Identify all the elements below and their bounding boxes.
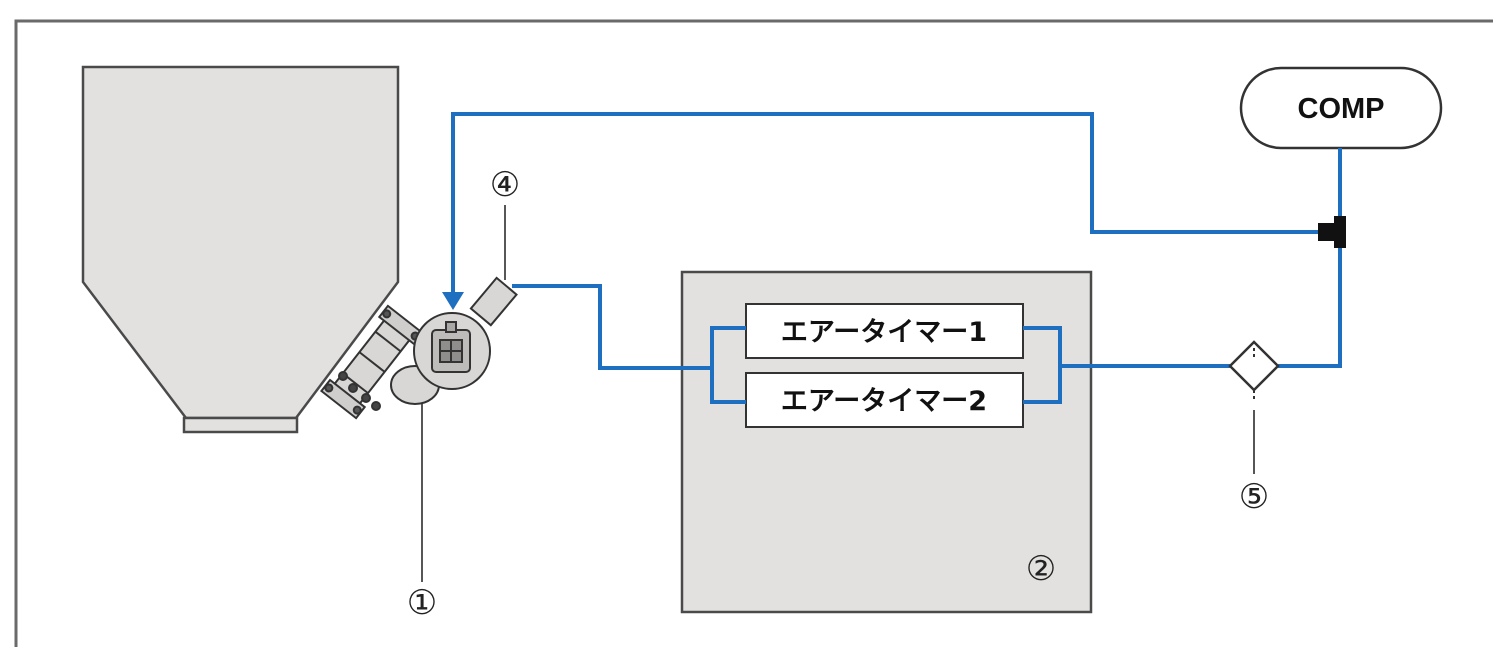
compressor-label: COMP: [1298, 93, 1385, 125]
hopper: [81, 65, 400, 434]
air-line-timer-manifold-right: [1023, 326, 1062, 404]
callout-1: ①: [407, 583, 437, 623]
air-timer-2-box: [745, 372, 1024, 428]
air-line-panel-to-inlet: [512, 284, 712, 370]
control-panel: [680, 270, 1093, 614]
callout-5: ⑤: [1239, 477, 1269, 517]
air-flow-arrow: [442, 292, 464, 310]
callout-2: ②: [1026, 549, 1056, 589]
tee-fitting: [1318, 216, 1346, 248]
air-blaster-valve: [320, 276, 518, 420]
air-line-comp-to-filter: [1278, 148, 1342, 368]
air-timer-1-label: エアータイマー1: [781, 317, 987, 348]
air-timer-2-label: エアータイマー2: [781, 386, 987, 417]
hopper-outlet-flange: [182, 416, 299, 434]
leader-lines: [421, 205, 1255, 582]
air-timer-1-box: [745, 303, 1024, 359]
air-filter: [1228, 340, 1280, 400]
callout-4: ④: [490, 165, 520, 205]
air-line-timer-manifold-left: [710, 326, 746, 404]
diagram-frame: [14, 19, 1493, 647]
air-lines: [451, 112, 1342, 404]
air-line-bypass-to-valve: [451, 112, 1320, 296]
